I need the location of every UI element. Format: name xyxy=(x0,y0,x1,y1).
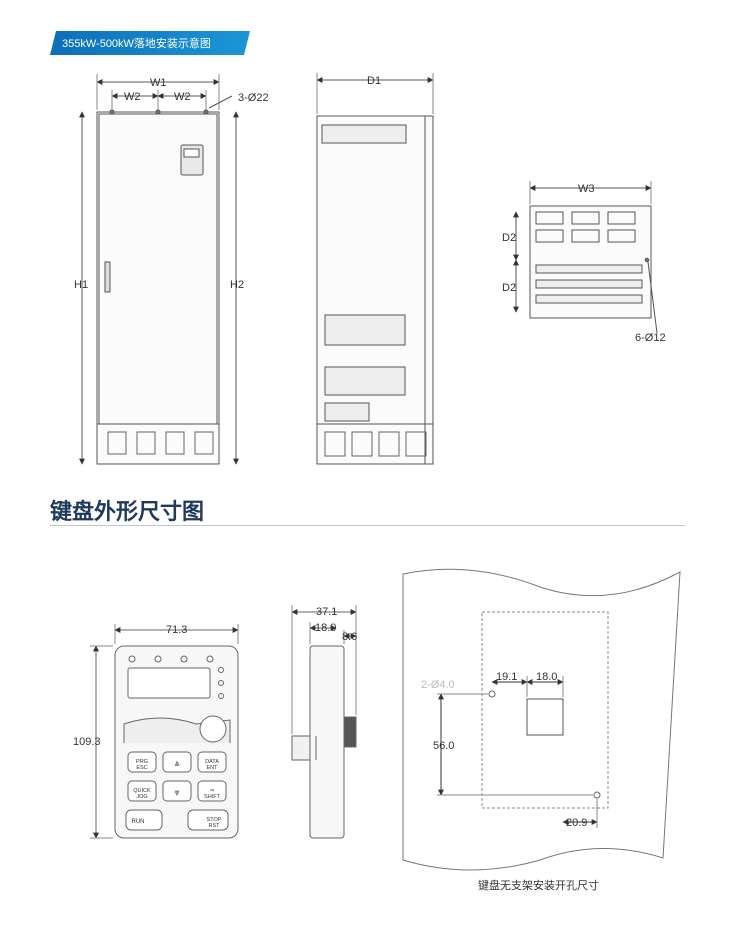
dim-keypad-depth-front: 8.6 xyxy=(342,631,357,643)
dim-cutout-opening-width: 18.0 xyxy=(536,671,557,683)
label-top-holes: 3-Ø22 xyxy=(238,92,269,104)
dim-w2-right: W2 xyxy=(174,91,191,103)
dim-w2-left: W2 xyxy=(124,91,141,103)
keypad-side-view xyxy=(291,605,357,839)
cabinet-front-view xyxy=(79,74,239,465)
dim-d2-upper: D2 xyxy=(502,232,516,244)
key-shift-label: ⇒SHIFT xyxy=(204,788,221,800)
key-shift[interactable] xyxy=(197,780,227,802)
keypad-section-title: 键盘外形尺寸图 xyxy=(50,500,205,525)
key-stop-rst[interactable] xyxy=(187,809,229,831)
dim-d2-lower: D2 xyxy=(502,282,516,294)
header-title: 355kW-500kW落地安装示意图 xyxy=(62,38,211,50)
key-run[interactable] xyxy=(125,809,163,831)
dim-keypad-width: 71.3 xyxy=(166,624,187,636)
dim-cutout-offset-x: 19.1 xyxy=(496,671,517,683)
header-banner xyxy=(50,31,250,55)
key-down-label: ⩔ xyxy=(174,787,179,797)
section-divider xyxy=(50,525,685,526)
label-cutout-holes: 2-Ø4.0 xyxy=(421,679,455,691)
dim-h2: H2 xyxy=(230,279,244,291)
dim-keypad-depth-body: 18.0 xyxy=(315,622,336,634)
key-up-label: ⩓ xyxy=(174,758,179,768)
cabinet-base-view xyxy=(513,181,658,334)
key-quick-jog[interactable] xyxy=(127,780,157,802)
label-base-holes: 6-Ø12 xyxy=(635,332,666,344)
key-prg-esc[interactable] xyxy=(127,751,157,773)
dim-d1: D1 xyxy=(367,75,381,87)
key-down[interactable] xyxy=(162,780,192,802)
dim-keypad-depth-total: 37.1 xyxy=(316,606,337,618)
keypad-buttons xyxy=(125,751,229,831)
dim-w3: W3 xyxy=(578,183,595,195)
cabinet-side-view xyxy=(316,73,434,465)
cutout-drawing xyxy=(402,568,681,871)
dim-w1: W1 xyxy=(150,77,167,89)
key-run-label: RUN xyxy=(132,819,145,825)
key-data-ent[interactable] xyxy=(197,751,227,773)
dim-cutout-offset-y: 56.0 xyxy=(433,740,454,752)
dim-keypad-height: 109.3 xyxy=(73,736,101,748)
dim-h1: H1 xyxy=(74,279,88,291)
cutout-caption: 键盘无支架安装开孔尺寸 xyxy=(478,878,599,892)
keypad-front-view xyxy=(90,624,239,839)
key-up[interactable] xyxy=(162,751,192,773)
dim-cutout-offset-bottom: 20.9 xyxy=(566,817,587,829)
